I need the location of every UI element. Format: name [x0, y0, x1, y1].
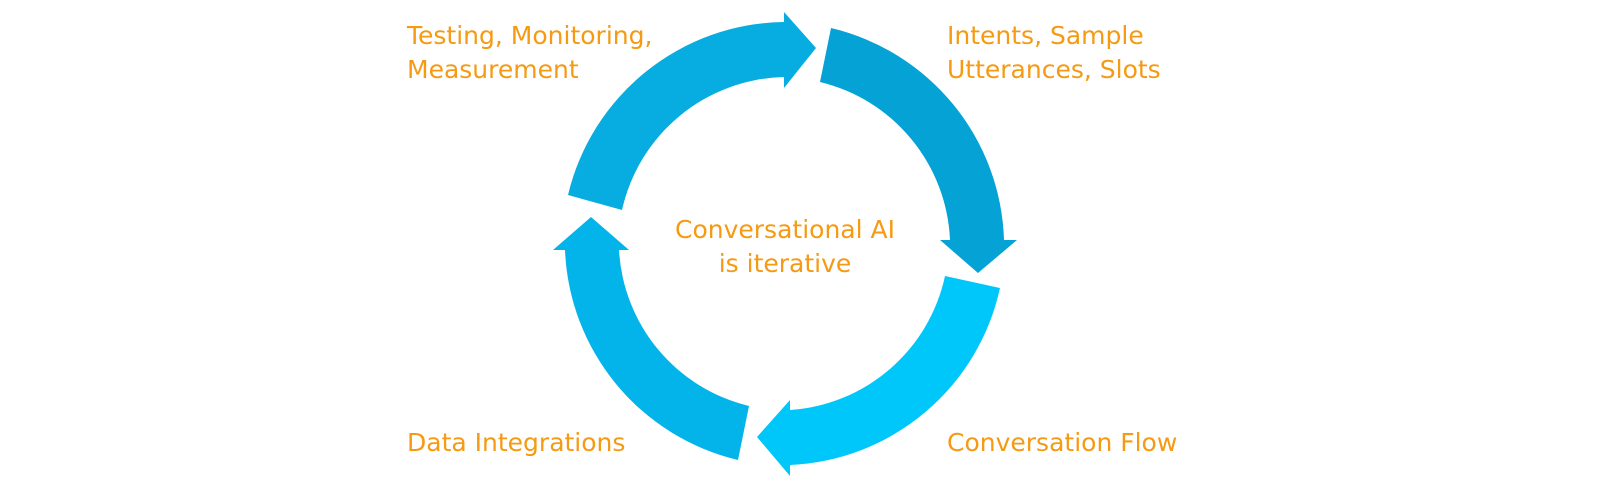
center-label: Conversational AI is iterative	[640, 213, 930, 281]
stage-label-line: Utterances, Slots	[947, 55, 1161, 84]
cycle-arrows	[553, 12, 1017, 476]
stage-label-conversation-flow: Conversation Flow	[947, 426, 1177, 460]
stage-label-data-integrations: Data Integrations	[407, 426, 625, 460]
center-label-line: is iterative	[718, 249, 852, 278]
stage-label-line: Data Integrations	[407, 428, 626, 457]
cycle-arrow-top-left	[568, 12, 816, 210]
center-label-line: Conversational AI	[675, 215, 895, 244]
cycle-arrow-bottom-right	[757, 276, 1000, 476]
stage-label-intents-utterances-slots: Intents, Sample Utterances, Slots	[947, 19, 1161, 87]
cycle-arrow-bottom-left	[553, 217, 749, 460]
stage-label-line: Measurement	[407, 55, 579, 84]
cycle-arrow-top-right	[820, 28, 1017, 273]
stage-label-line: Intents, Sample	[947, 21, 1144, 50]
stage-label-line: Testing, Monitoring,	[407, 21, 653, 50]
stage-label-testing-monitoring-measurement: Testing, Monitoring, Measurement	[407, 19, 652, 87]
stage-label-line: Conversation Flow	[947, 428, 1178, 457]
